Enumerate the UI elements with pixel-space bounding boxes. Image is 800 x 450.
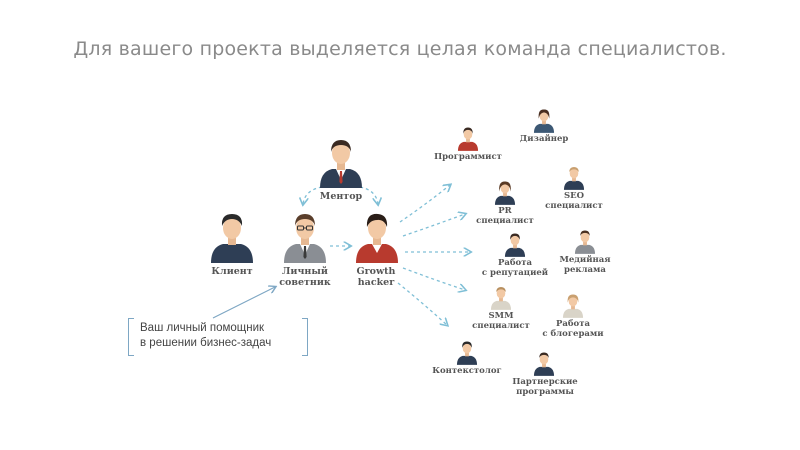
callout-bracket-left xyxy=(128,318,134,356)
bloggers-avatar xyxy=(562,293,584,323)
arrow-mentor-advisor xyxy=(303,186,323,204)
media-label: Медийная реклама xyxy=(559,255,611,275)
smm-label: SMM специалист xyxy=(472,311,530,331)
client-label: Клиент xyxy=(211,266,253,277)
partners-avatar xyxy=(533,351,555,381)
mentor-avatar xyxy=(318,136,364,193)
seo-label: SEO специалист xyxy=(545,191,603,211)
growth-hacker-avatar xyxy=(354,211,400,268)
client-avatar xyxy=(209,211,255,268)
media-avatar xyxy=(574,229,596,259)
page-title: Для вашего проекта выделяется целая кома… xyxy=(73,38,727,60)
designer-label: Дизайнер xyxy=(519,134,569,144)
partners-label: Партнерские программы xyxy=(512,377,578,397)
reputation-label: Работа с репутацией xyxy=(481,258,549,278)
pr-label: PR специалист xyxy=(476,206,534,226)
smm-avatar xyxy=(490,285,512,315)
pr-avatar xyxy=(494,180,516,210)
context-label: Контекстолог xyxy=(432,366,502,376)
programmer-avatar xyxy=(457,126,479,156)
callout-text: Ваш личный помощник в решении бизнес-зад… xyxy=(140,322,272,349)
arrow-growth-5 xyxy=(397,282,447,325)
advisor-label: Личный советник xyxy=(279,266,331,288)
arrow-growth-4 xyxy=(402,267,465,290)
arrow-growth-2 xyxy=(402,214,465,237)
arrow-mentor-growth xyxy=(359,186,378,204)
advisor-callout: Ваш личный помощник в решении бизнес-зад… xyxy=(128,318,308,356)
advisor-avatar xyxy=(282,211,328,268)
context-avatar xyxy=(456,340,478,370)
reputation-avatar xyxy=(504,232,526,262)
callout-bracket-right xyxy=(302,318,308,356)
seo-avatar xyxy=(563,165,585,195)
growth-hacker-label: Growth hacker xyxy=(356,266,396,288)
arrow-growth-1 xyxy=(399,185,450,223)
mentor-label: Ментор xyxy=(319,191,363,202)
designer-avatar xyxy=(533,108,555,138)
bloggers-label: Работа с блогерами xyxy=(542,319,604,339)
programmer-label: Программист xyxy=(434,152,502,162)
callout-pointer xyxy=(212,287,275,319)
